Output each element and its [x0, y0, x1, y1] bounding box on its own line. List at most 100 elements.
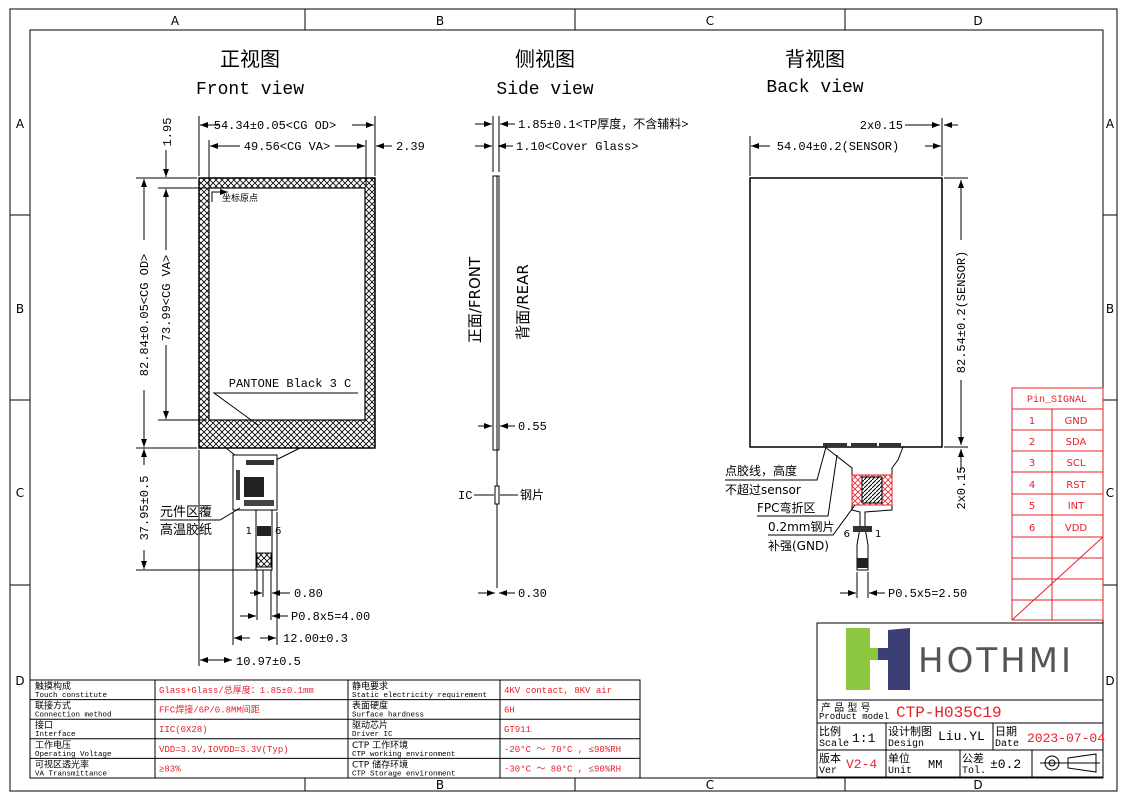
spec-value: -30°C ～ 80°C , ≤90%RH	[504, 764, 621, 774]
pin-signal: SCL	[1067, 458, 1086, 469]
spec-label-cn: CTP 储存环境	[352, 758, 408, 770]
product-label-cn: 产 品 型 号	[821, 701, 871, 714]
title-block: HOTHMI 产 品 型 号 Product model CTP-H035C19…	[816, 622, 1105, 778]
column-label: B	[436, 14, 444, 28]
row-label: C	[1106, 486, 1114, 500]
spec-label-en: Static electricity requirement	[352, 692, 487, 700]
ic-label: IC	[458, 489, 472, 503]
spec-label-cn: 静电要求	[352, 680, 388, 692]
dim-fpc-width: 12.00±0.3	[283, 632, 348, 646]
pin-number: 5	[1029, 501, 1035, 512]
back-view-title-cn: 背视图	[785, 47, 845, 71]
column-label: D	[973, 14, 982, 28]
back-view-title-en: Back view	[766, 78, 863, 98]
dim-030: 0.30	[518, 587, 547, 601]
ic-chip	[244, 477, 264, 497]
component-note: 高温胶纸	[160, 522, 212, 538]
spec-label-cn: 工作电压	[35, 739, 71, 751]
origin-label: 坐标原点	[222, 192, 258, 204]
side-view-title-cn: 侧视图	[515, 47, 575, 71]
unit-label-cn: 单位	[888, 751, 910, 765]
pin-left-label: 6	[844, 529, 850, 540]
dim-va-width: 49.56<CG VA>	[244, 140, 330, 154]
stiffener-note: 0.2mm钢片	[768, 520, 834, 534]
bend-note: FPC弯折区	[757, 500, 816, 515]
pin-table-header: Pin_SIGNAL	[1027, 394, 1087, 406]
spec-label-cn: 驱动芯片	[352, 719, 388, 731]
designer: Liu.YL	[938, 729, 985, 744]
dim-cover-glass: 1.10<Cover Glass>	[516, 140, 638, 154]
spec-label-en: Driver IC	[352, 731, 393, 739]
pin-right-label: 1	[875, 529, 881, 540]
tolerance-value: ±0.2	[990, 757, 1021, 772]
glue-note: 不超过sensor	[725, 482, 801, 497]
spec-value: 6H	[504, 706, 515, 716]
product-label-en: Product model	[819, 712, 889, 722]
pin-signal: GND	[1065, 416, 1088, 427]
dim-top-margin: 1.95	[161, 118, 175, 147]
scale-label-en: Scale	[819, 738, 849, 750]
pin-last-label: 6	[275, 526, 281, 537]
dim-right-margin: 2.39	[396, 140, 425, 154]
pin-signal: RST	[1066, 480, 1086, 491]
spec-label-cn: 触摸构成	[35, 680, 71, 692]
scale-label-cn: 比例	[819, 724, 841, 738]
unit-value: MM	[928, 758, 942, 772]
dim-055: 0.55	[518, 420, 547, 434]
spec-value: IIC(0X28)	[159, 725, 208, 735]
pin-number: 1	[1029, 416, 1035, 427]
spec-label-en: Surface hardness	[352, 712, 424, 720]
design-label-en: Design	[888, 738, 924, 750]
spec-label-en: CTP Storage environment	[352, 770, 456, 778]
glue-note: 点胶线，高度	[725, 463, 797, 478]
dim-fpc-offset: 10.97±0.5	[236, 655, 301, 669]
dim-pin-width: 0.80	[294, 587, 323, 601]
tol-label-cn: 公差	[962, 751, 984, 765]
pin-signal: INT	[1068, 501, 1085, 512]
dim-fpc-length: 37.95±0.5	[138, 476, 152, 541]
column-label: D	[973, 778, 982, 792]
column-label: A	[171, 14, 180, 28]
dim-od-width: 54.34±0.05<CG OD>	[214, 119, 336, 133]
column-label: C	[706, 14, 714, 28]
fpc-pins	[257, 526, 271, 536]
projection-symbol-icon	[1040, 753, 1100, 773]
pin-number: 4	[1029, 480, 1035, 491]
row-label: C	[16, 486, 24, 500]
row-label: B	[16, 302, 24, 316]
scale-value: 1:1	[852, 731, 876, 746]
row-label: B	[1106, 302, 1114, 316]
spec-value: ≥83%	[159, 764, 181, 774]
tol-label-en: Tol.	[962, 765, 986, 777]
hothmi-logo: HOTHMI	[846, 628, 1074, 690]
spec-label-cn: 联接方式	[35, 700, 71, 712]
pin-number: 2	[1029, 437, 1035, 448]
logo-text: HOTHMI	[918, 641, 1074, 681]
side-profile	[492, 175, 500, 451]
dim-od-height: 82.84±0.05<CG OD>	[138, 254, 152, 376]
spec-value: FFC焊接/6P/0.8MM间距	[159, 704, 260, 716]
spec-value: GT911	[504, 725, 531, 735]
spec-value: Glass+Glass/总厚度：1.85±0.1mm	[159, 684, 314, 696]
stiffener-note: 补强(GND)	[768, 539, 829, 553]
dim-total-thickness: 1.85±0.1<TP厚度，不含辅料>	[518, 116, 688, 132]
side-view: 侧视图 Side view 1.85±0.1<TP厚度，不含辅料> 1.10<C…	[458, 47, 688, 601]
spec-label-en: Connection method	[35, 712, 112, 720]
column-label: C	[706, 778, 714, 792]
front-view: 正视图 Front view 坐标原点 PANTONE Black 3 C 1 …	[136, 47, 425, 669]
row-label: A	[16, 117, 25, 131]
dim-margin-side: 2x0.15	[955, 466, 969, 509]
spec-value: 4KV contact, 8KV air	[504, 686, 612, 696]
date-value: 2023-07-04	[1027, 731, 1105, 746]
spec-value: -20°C ～ 70°C , ≤90%RH	[504, 745, 621, 755]
pin-signal: SDA	[1066, 437, 1087, 448]
spec-value: VDD=3.3V,IOVDD=3.3V(Typ)	[159, 745, 289, 755]
unit-label-en: Unit	[888, 765, 912, 777]
date-label-en: Date	[995, 739, 1019, 750]
spec-label-cn: 接口	[35, 719, 53, 731]
ver-label-en: Ver	[819, 766, 837, 777]
ink-label: PANTONE Black 3 C	[229, 377, 351, 391]
row-label: D	[1105, 674, 1114, 688]
